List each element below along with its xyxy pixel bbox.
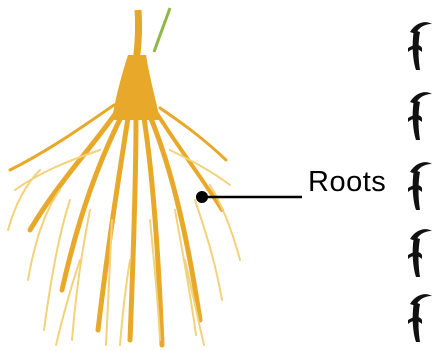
roots-label: Roots: [308, 168, 386, 197]
palm-tree-icon: [408, 22, 432, 70]
palm-tree-border: [408, 22, 432, 342]
palm-tree-icon: [408, 229, 432, 277]
leaf: [154, 8, 170, 52]
palm-tree-icon: [408, 92, 432, 140]
palm-tree-icon: [408, 294, 432, 342]
root-hairs: [8, 150, 240, 345]
palm-tree-icon: [408, 162, 432, 210]
